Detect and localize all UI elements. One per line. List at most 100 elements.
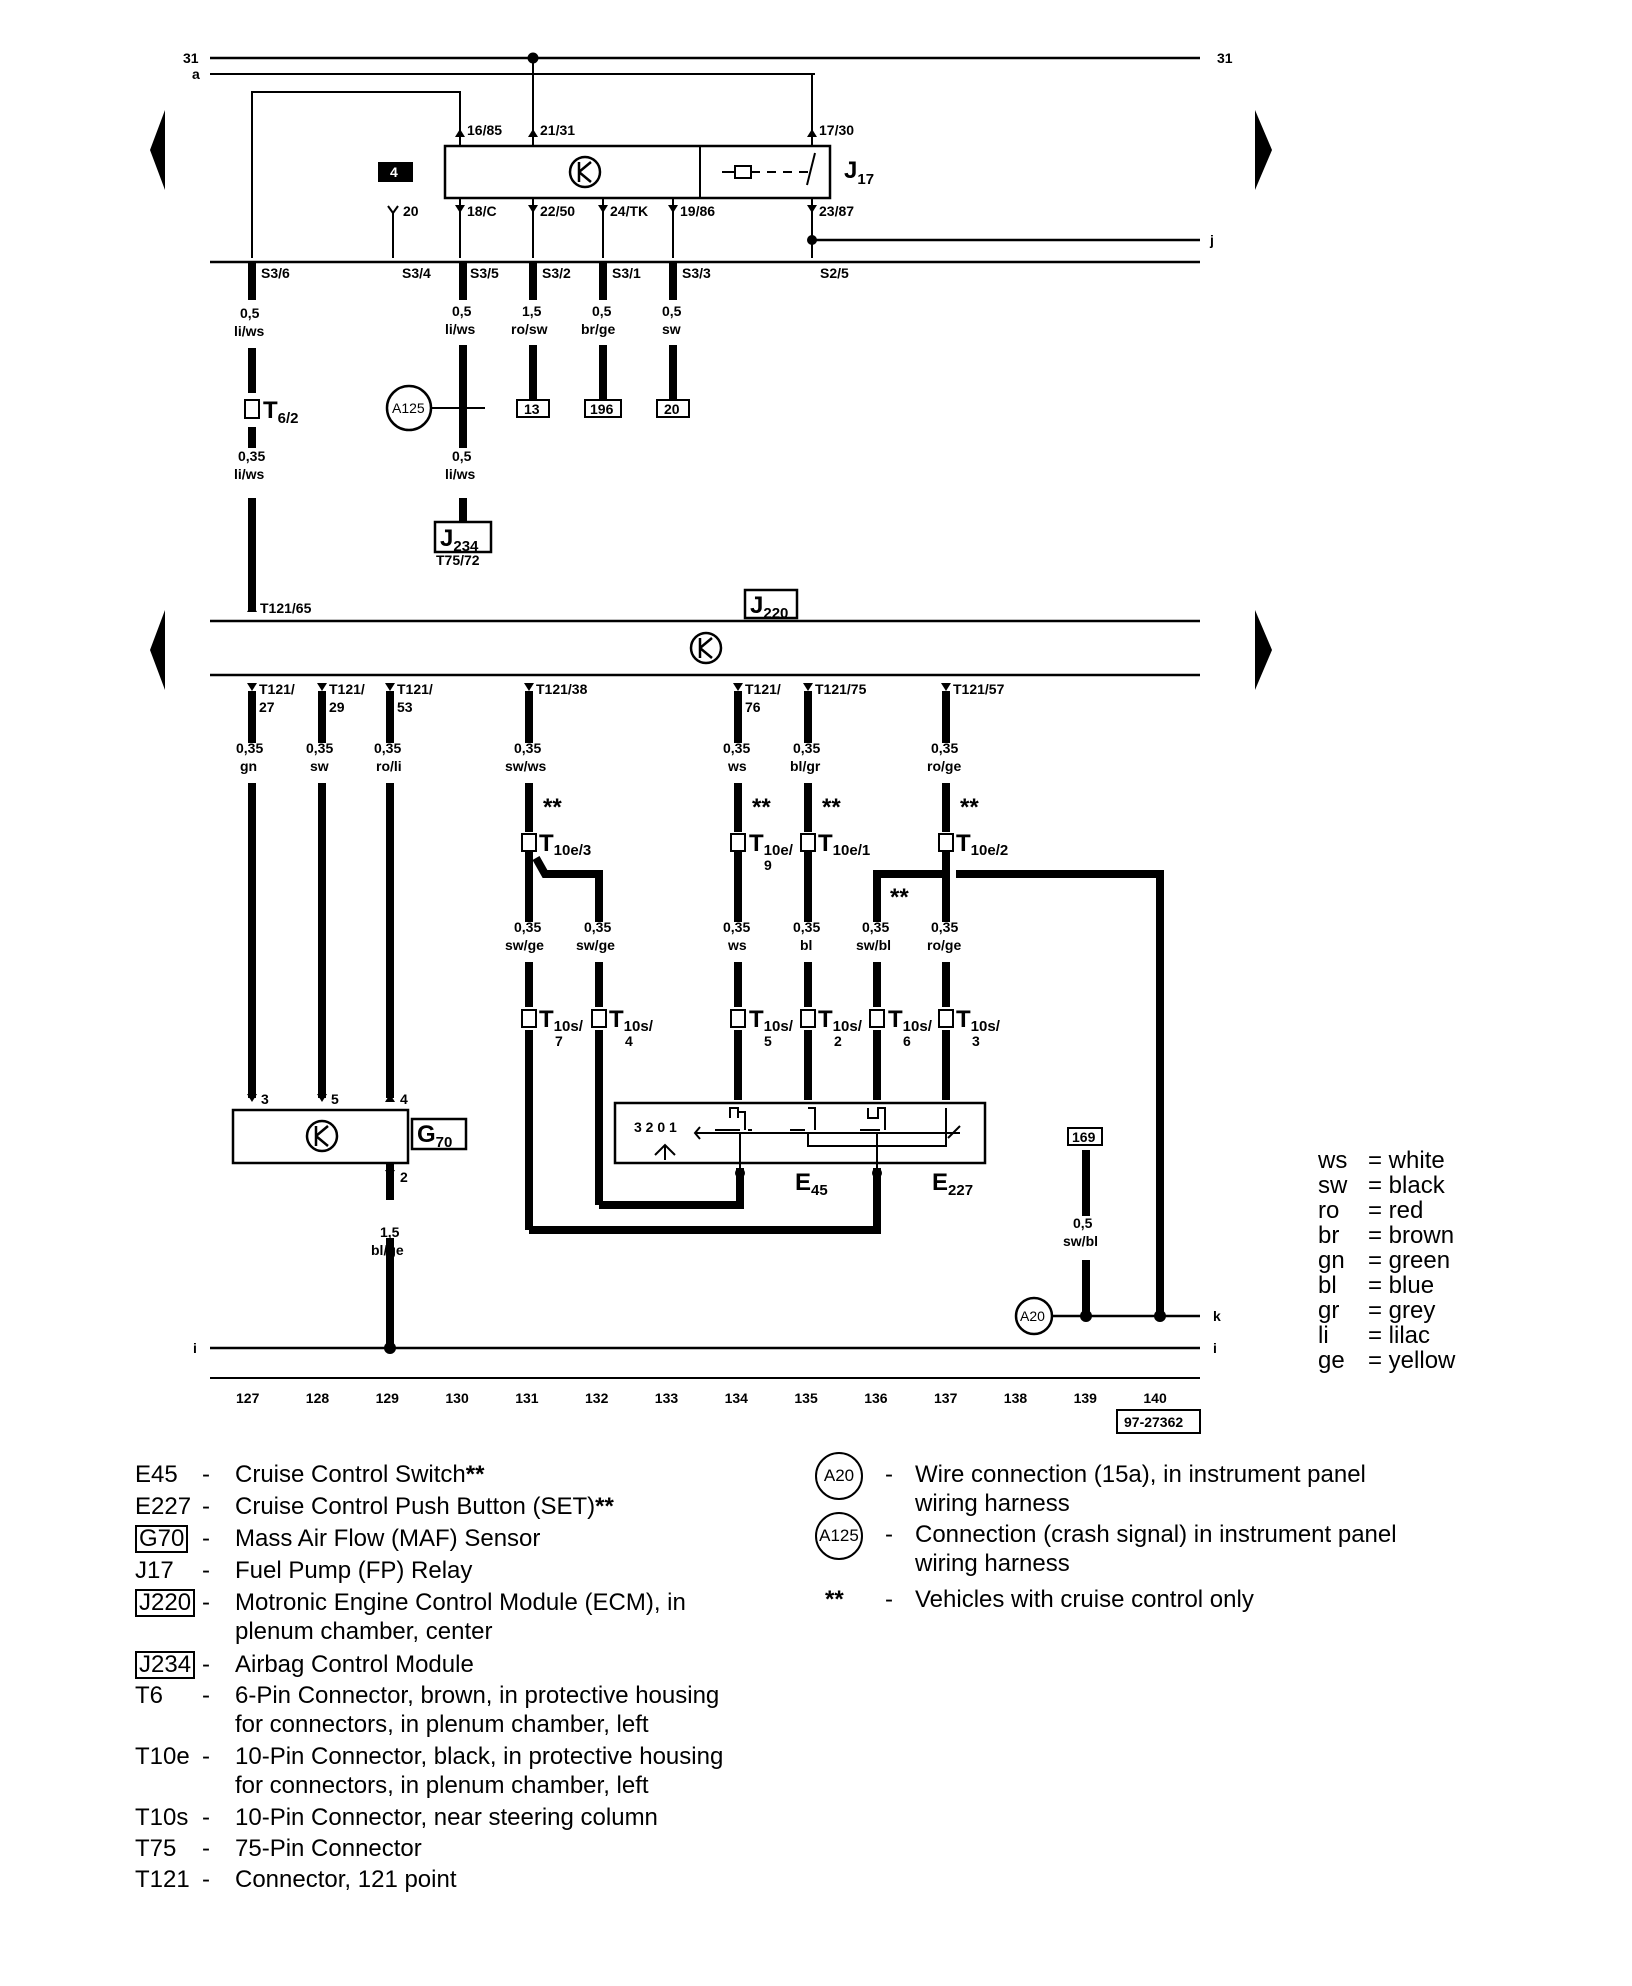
track-number: 135 [794,1390,818,1406]
star-marker-t10e1: ** [822,794,841,821]
t121-76-b: 76 [745,699,761,715]
color-key-name: = black [1368,1172,1445,1199]
legend-description: Connector, 121 point [235,1866,457,1893]
j17-pin-17-30: 17/30 [819,122,854,138]
j220-ecm [210,619,1200,677]
ref-box-20[interactable] [656,399,690,418]
wire-t121-75-color: bl/gr [790,758,821,774]
color-key-name: = white [1368,1147,1445,1174]
color-key-name: = green [1368,1247,1451,1274]
splice-s3-2: S3/2 [542,265,571,281]
color-key-row: br= brown [1318,1223,1608,1248]
star-marker-t10e3: ** [543,794,562,821]
t121-29-a: T121/ [329,681,365,697]
legend-code: T75 [135,1835,177,1862]
box-4-label: 4 [390,164,398,180]
rail-j-label: j [1209,232,1214,248]
t10e9-pin: 9 [764,857,772,873]
doc-number: 97-27362 [1124,1414,1183,1430]
wire-g70-size: 1,5 [380,1224,400,1240]
rail-31-left-label: 31 [183,50,199,66]
j17-pin-23-87: 23/87 [819,203,854,219]
legend-code: J234 [135,1650,196,1679]
page-forward-arrow-mid[interactable] [1255,610,1272,690]
color-key-name: = red [1368,1197,1424,1224]
ref-box-169[interactable] [1067,1127,1103,1146]
a125-label: A125 [392,400,425,416]
color-key-code: sw [1318,1172,1348,1199]
legend-description: Wire connection (15a), in instrument pan… [915,1461,1366,1517]
wire-s3-5-color: li/ws [445,321,476,337]
t10e2-label: T10e/2 [956,830,1008,859]
color-key-code: bl [1318,1272,1337,1299]
legend-cruise-mark: ** [595,1493,614,1520]
t121-27-a: T121/ [259,681,295,697]
box-4 [378,162,413,182]
wire-s3-1-color: br/ge [581,321,615,337]
t10e1-connector-icon [800,833,816,852]
wire-t121-29-size: 0,35 [306,740,333,756]
legend-dash: - [885,1521,893,1548]
legend-dash: - [202,1557,210,1584]
legend-description: Motronic Engine Control Module (ECM), in… [235,1589,686,1645]
legend-code: T10s [135,1804,189,1831]
legend-code: J17 [135,1557,174,1584]
t10s4-label: T10s/ [609,1006,654,1035]
wire-t6-size: 0,35 [238,448,265,464]
legend-code: J220 [135,1588,196,1617]
legend-description: 75-Pin Connector [235,1835,422,1862]
legend-code: E45 [135,1461,178,1488]
j220-box[interactable] [743,588,799,620]
page-back-arrow-mid[interactable] [150,610,165,690]
j220-pin-t121-65: T121/65 [260,600,312,616]
t121-38: T121/38 [536,681,588,697]
t10s5-pin: 5 [764,1033,772,1049]
rail-i-left-label: i [193,1340,197,1356]
j17-relay [443,144,832,200]
g70-box[interactable] [410,1117,468,1151]
legend-dash: - [202,1804,210,1831]
legend-dash: - [202,1835,210,1862]
track-number: 136 [864,1390,888,1406]
t121-29-b: 29 [329,699,345,715]
ref-20: 20 [664,401,680,417]
ref-box-196[interactable] [584,399,622,418]
track-number: 129 [376,1390,400,1406]
track-number: 140 [1143,1390,1167,1406]
color-key-name: = yellow [1368,1347,1456,1374]
a20-label: A20 [1020,1308,1045,1324]
legend-code: T10e [135,1743,190,1770]
track-number: 139 [1074,1390,1098,1406]
t121-57: T121/57 [953,681,1005,697]
legend-description: 10-Pin Connector, near steering column [235,1804,658,1831]
color-key-code: gr [1318,1297,1340,1324]
wire-s3-3-size: 0,5 [662,303,682,319]
legend-code: E227 [135,1493,192,1520]
ref-box-13[interactable] [516,399,550,418]
wire-t121-75-size: 0,35 [793,740,820,756]
page-back-arrow-top[interactable] [150,110,165,190]
wire-t121-38-size: 0,35 [514,740,541,756]
wire-low-1-size: 0,35 [514,919,541,935]
t10s4-pin: 4 [625,1033,633,1049]
color-key-code: ws [1318,1147,1348,1174]
color-key-name: = grey [1368,1297,1436,1324]
t10s3-label: T10s/ [956,1006,1001,1035]
t10s2-label: T10s/ [818,1006,863,1035]
rail-i-right-label: i [1213,1340,1217,1356]
wire-a125-color: li/ws [445,466,476,482]
e227-label: E227 [932,1169,973,1199]
pin-20: 20 [403,203,419,219]
splice-s3-3: S3/3 [682,265,711,281]
legend-description: 10-Pin Connector, black, in protective h… [235,1743,724,1799]
legend-dash: - [202,1866,210,1893]
color-key-name: = brown [1368,1222,1455,1249]
page-forward-arrow-top[interactable] [1255,110,1272,190]
track-number: 137 [934,1390,958,1406]
legend-description: Cruise Control Push Button (SET)** [235,1493,614,1520]
j234-box[interactable] [433,520,493,554]
cruise-switch-e45-e227 [613,1101,987,1178]
color-key-code: ro [1318,1197,1340,1224]
t121-27-b: 27 [259,699,275,715]
wire-s3-6-size: 0,5 [240,305,260,321]
